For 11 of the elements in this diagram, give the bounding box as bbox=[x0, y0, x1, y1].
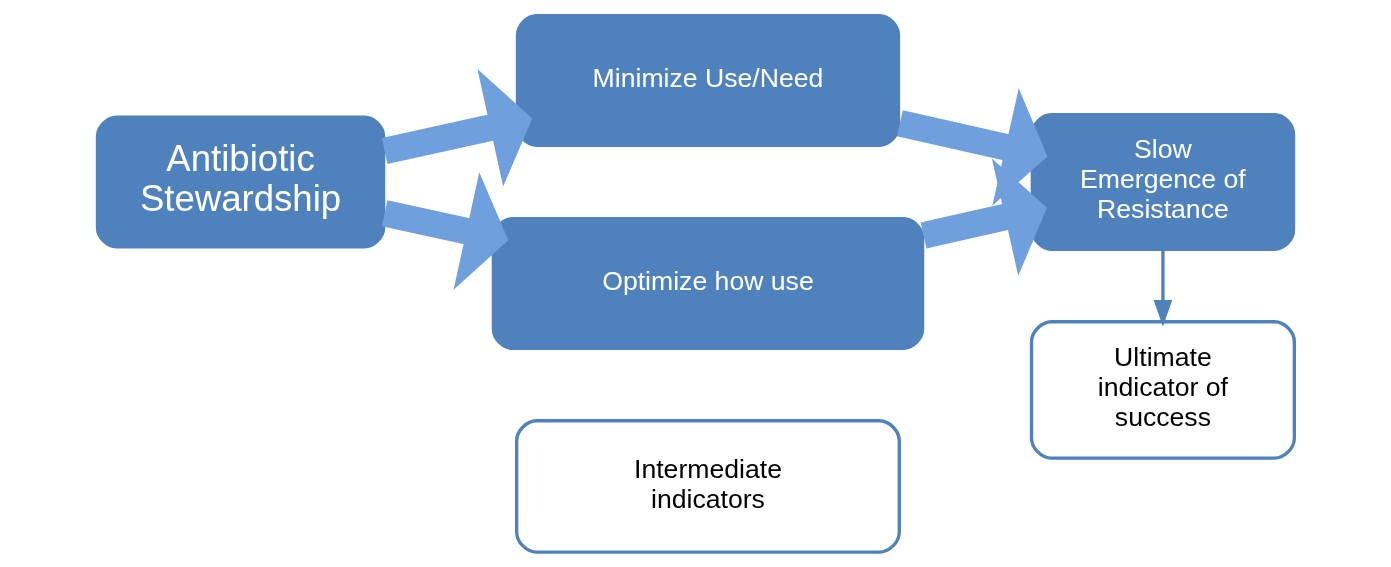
arrow bbox=[1153, 250, 1173, 327]
arrow bbox=[381, 172, 509, 290]
node-box: Optimize how use bbox=[491, 216, 925, 351]
node-box: Minimize Use/Need bbox=[515, 14, 901, 148]
arrow bbox=[381, 69, 533, 187]
arrow bbox=[896, 88, 1048, 206]
node-box: Intermediate indicators bbox=[515, 419, 901, 554]
node-box: Antibiotic Stewardship bbox=[95, 115, 386, 249]
node-box: Ultimate indicator of success bbox=[1029, 320, 1296, 460]
node-box: Slow Emergence of Resistance bbox=[1030, 113, 1296, 252]
arrow bbox=[920, 158, 1047, 276]
